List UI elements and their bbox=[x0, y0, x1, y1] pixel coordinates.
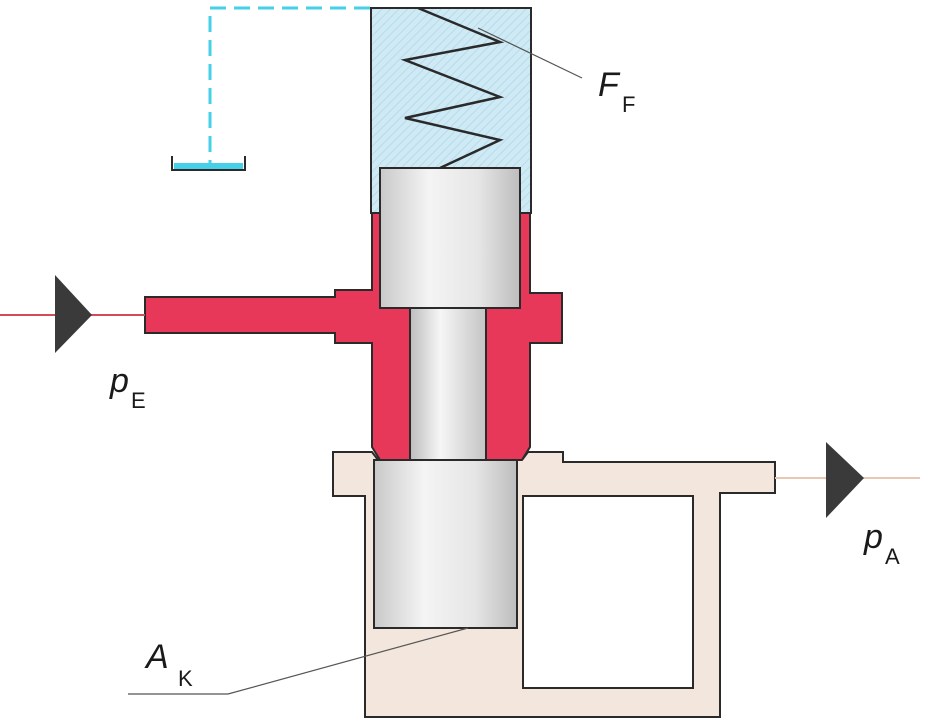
inlet-arrow-icon bbox=[55, 275, 92, 353]
label-inlet-pressure-main: p bbox=[109, 362, 129, 400]
outlet-cavity bbox=[522, 495, 694, 689]
label-spring-force-sub: F bbox=[622, 92, 635, 117]
upper-piston bbox=[379, 167, 521, 309]
tank-symbol bbox=[171, 156, 246, 171]
piston-area-leader bbox=[128, 627, 469, 695]
label-spring-force-main: F bbox=[598, 66, 621, 104]
label-inlet-pressure-sub: E bbox=[131, 388, 146, 413]
label-piston-area-sub: K bbox=[178, 666, 193, 691]
lower-piston bbox=[373, 459, 518, 629]
outlet-arrow-icon bbox=[826, 442, 864, 518]
label-spring-force: F F bbox=[598, 66, 635, 117]
inlet-line bbox=[0, 275, 145, 353]
drain-line bbox=[208, 6, 370, 165]
label-outlet-pressure: p A bbox=[863, 518, 900, 569]
piston-stem bbox=[409, 307, 487, 461]
outlet-line bbox=[775, 442, 920, 518]
label-piston-area: A K bbox=[144, 638, 193, 691]
label-piston-area-main: A bbox=[144, 638, 169, 676]
spring-force-leader bbox=[477, 27, 583, 79]
label-inlet-pressure: p E bbox=[109, 362, 146, 413]
spring bbox=[400, 6, 505, 170]
label-outlet-pressure-sub: A bbox=[885, 544, 900, 569]
label-outlet-pressure-main: p bbox=[863, 518, 883, 556]
